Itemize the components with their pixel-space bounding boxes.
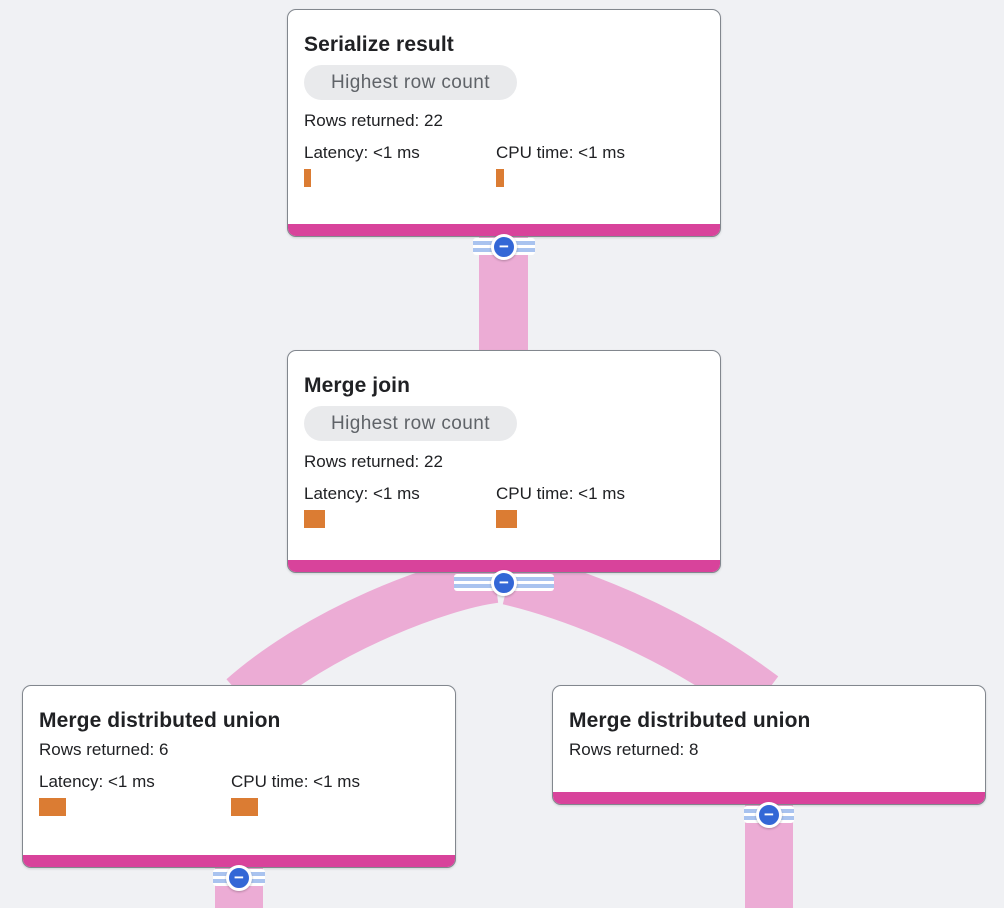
- latency-bar: [39, 798, 66, 816]
- cpu-time-metric: CPU time: <1 ms: [496, 142, 625, 187]
- cpu-time-metric: CPU time: <1 ms: [231, 771, 360, 816]
- highest-row-count-badge: Highest row count: [304, 406, 517, 441]
- node-merge-distributed-union-left[interactable]: Merge distributed union Rows returned: 6…: [22, 685, 456, 868]
- metrics-row: Latency: <1 ms CPU time: <1 ms: [304, 483, 700, 528]
- cpu-time-label: CPU time: <1 ms: [496, 484, 625, 503]
- collapse-button-left-union[interactable]: −: [226, 865, 252, 891]
- cpu-time-metric: CPU time: <1 ms: [496, 483, 625, 528]
- latency-metric: Latency: <1 ms: [304, 483, 496, 528]
- latency-metric: Latency: <1 ms: [39, 771, 231, 816]
- rows-returned-label: Rows returned: 22: [304, 452, 443, 471]
- node-title: Merge distributed union: [39, 709, 281, 732]
- latency-label: Latency: <1 ms: [304, 484, 420, 503]
- node-bottom-bar: [288, 560, 720, 572]
- node-merge-distributed-union-right[interactable]: Merge distributed union Rows returned: 8: [552, 685, 986, 805]
- flow-link-mergejoin-to-right-union: [502, 551, 779, 720]
- node-bottom-bar: [23, 855, 455, 867]
- minus-icon: −: [234, 868, 244, 887]
- cpu-time-bar: [496, 169, 504, 187]
- highest-row-count-badge: Highest row count: [304, 65, 517, 100]
- cpu-time-bar: [496, 510, 517, 528]
- latency-bar: [304, 169, 311, 187]
- minus-icon: −: [499, 237, 509, 256]
- latency-bar: [304, 510, 325, 528]
- latency-label: Latency: <1 ms: [304, 143, 420, 162]
- cpu-time-label: CPU time: <1 ms: [496, 143, 625, 162]
- cpu-time-bar: [231, 798, 258, 816]
- rows-returned-label: Rows returned: 8: [569, 740, 699, 759]
- metrics-row: Latency: <1 ms CPU time: <1 ms: [304, 142, 700, 187]
- latency-metric: Latency: <1 ms: [304, 142, 496, 187]
- cpu-time-label: CPU time: <1 ms: [231, 772, 360, 791]
- node-title: Merge distributed union: [569, 709, 811, 732]
- node-merge-join[interactable]: Merge join Highest row count Rows return…: [287, 350, 721, 573]
- metrics-row: Latency: <1 ms CPU time: <1 ms: [39, 771, 435, 816]
- rows-returned-label: Rows returned: 6: [39, 740, 169, 759]
- node-bottom-bar: [553, 792, 985, 804]
- rows-returned-label: Rows returned: 22: [304, 111, 443, 130]
- collapse-button-right-union[interactable]: −: [756, 802, 782, 828]
- collapse-button-serialize-result[interactable]: −: [491, 234, 517, 260]
- minus-icon: −: [764, 805, 774, 824]
- node-serialize-result[interactable]: Serialize result Highest row count Rows …: [287, 9, 721, 237]
- minus-icon: −: [499, 573, 509, 592]
- node-bottom-bar: [288, 224, 720, 236]
- flow-link-mergejoin-to-left-union: [226, 553, 499, 717]
- node-title: Merge join: [304, 374, 411, 397]
- latency-label: Latency: <1 ms: [39, 772, 155, 791]
- node-title: Serialize result: [304, 33, 454, 56]
- collapse-button-merge-join[interactable]: −: [491, 570, 517, 596]
